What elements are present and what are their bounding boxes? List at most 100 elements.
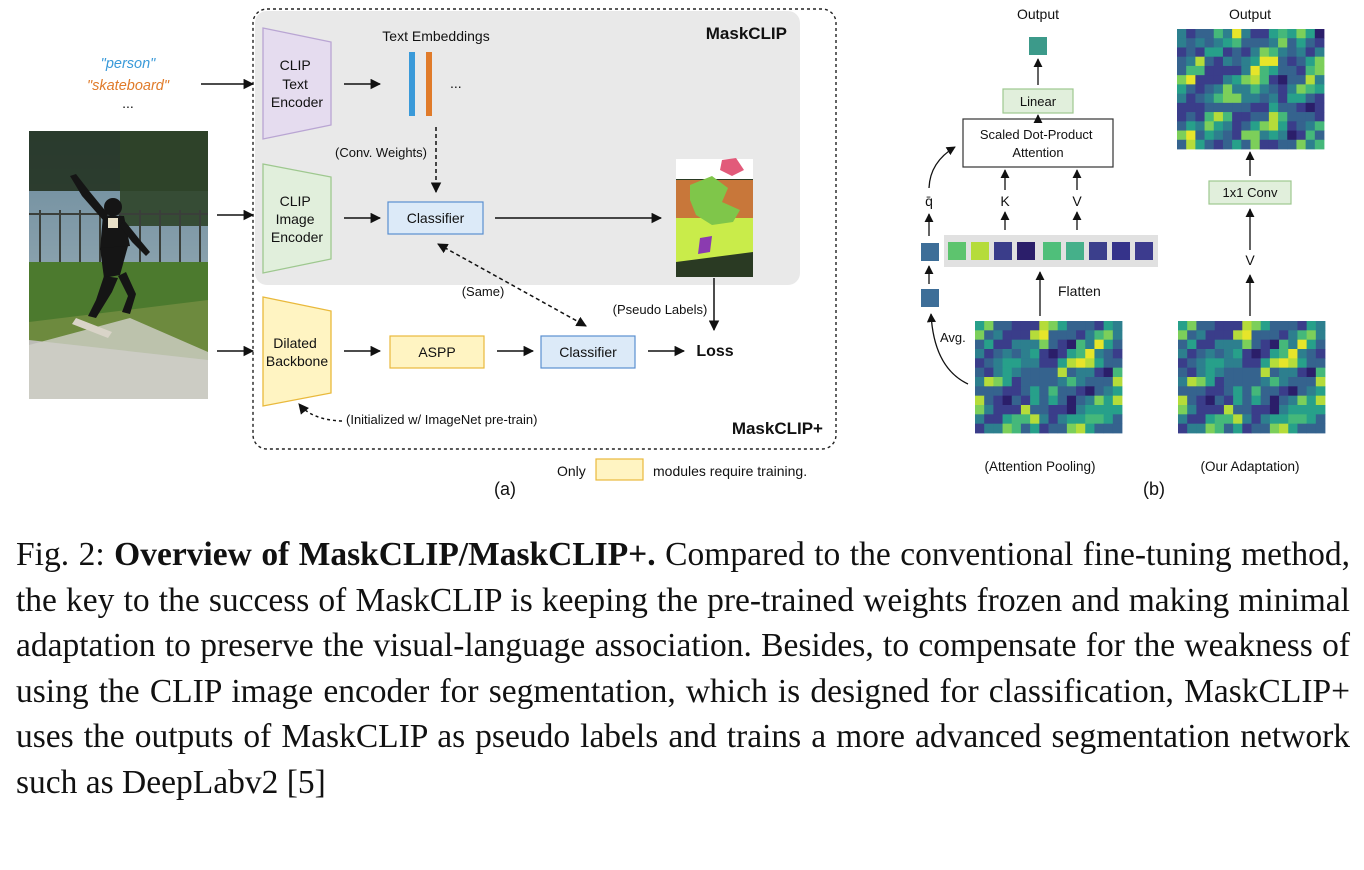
heatmap-cell bbox=[1076, 395, 1086, 406]
heatmap-cell bbox=[1030, 377, 1040, 387]
heatmap-cell bbox=[1296, 93, 1307, 104]
heatmap-cell bbox=[1278, 84, 1288, 95]
heatmap-cell bbox=[1205, 358, 1216, 369]
heatmap-cell bbox=[1076, 386, 1086, 397]
heatmap-cell bbox=[1214, 377, 1225, 387]
heatmap-cell bbox=[1011, 339, 1022, 350]
heatmap-cell bbox=[1288, 367, 1298, 378]
heatmap-cell bbox=[1232, 56, 1242, 67]
heatmap-cell bbox=[1305, 121, 1316, 131]
heatmap-cell bbox=[1288, 339, 1298, 350]
heatmap-cell bbox=[1213, 38, 1224, 48]
heatmap-cell bbox=[1296, 102, 1307, 113]
output-token bbox=[1029, 37, 1047, 55]
heatmap-cell bbox=[1296, 38, 1307, 48]
heatmap-cell bbox=[1269, 405, 1280, 415]
heatmap-cell bbox=[1085, 414, 1095, 425]
v-label: V bbox=[1072, 193, 1082, 209]
heatmap-cell bbox=[984, 395, 994, 406]
heatmap-cell bbox=[993, 386, 1003, 397]
heatmap-cell bbox=[1288, 386, 1298, 397]
heatmap-cell bbox=[1315, 405, 1326, 415]
heatmap-cell bbox=[1278, 65, 1288, 76]
heatmap-cell bbox=[1222, 139, 1233, 150]
heatmap-cell bbox=[1288, 414, 1298, 425]
heatmap-cell bbox=[1242, 386, 1252, 397]
heatmap-cell bbox=[1039, 339, 1049, 350]
heatmap-cell bbox=[1296, 121, 1307, 131]
heatmap-cell bbox=[1213, 47, 1224, 58]
heatmap-cell bbox=[1288, 395, 1298, 406]
heatmap-cell bbox=[1314, 29, 1325, 39]
heatmap-cell bbox=[1314, 84, 1325, 95]
heatmap-cell bbox=[1177, 112, 1187, 122]
heatmap-cell bbox=[1085, 321, 1095, 331]
heatmap-cell bbox=[1020, 367, 1031, 378]
heatmap-cell bbox=[1268, 29, 1279, 39]
heatmap-cell bbox=[1241, 130, 1251, 141]
heatmap-cell bbox=[1204, 56, 1215, 67]
heatmap-cell bbox=[1057, 358, 1068, 369]
heatmap-cell bbox=[1204, 93, 1215, 104]
heatmap-cell bbox=[1178, 349, 1188, 359]
heatmap-cell bbox=[1287, 65, 1297, 76]
heatmap-cell bbox=[1020, 330, 1031, 341]
heatmap-cell bbox=[1066, 349, 1077, 359]
heatmap-cell bbox=[1195, 139, 1205, 150]
adaptation-output-heatmap bbox=[1177, 29, 1325, 150]
heatmap-cell bbox=[1278, 38, 1288, 48]
heatmap-cell bbox=[1223, 423, 1234, 434]
heatmap-cell bbox=[1222, 56, 1233, 67]
heatmap-cell bbox=[1085, 386, 1095, 397]
heatmap-cell bbox=[1242, 330, 1252, 341]
heatmap-cell bbox=[1269, 423, 1280, 434]
heatmap-cell bbox=[1030, 367, 1040, 378]
heatmap-cell bbox=[1085, 349, 1095, 359]
heatmap-cell bbox=[1241, 47, 1251, 58]
classifier-label-2: Classifier bbox=[559, 344, 617, 360]
token bbox=[994, 242, 1012, 260]
heatmap-cell bbox=[1186, 102, 1196, 113]
heatmap-cell bbox=[1112, 377, 1123, 387]
heatmap-cell bbox=[1011, 386, 1022, 397]
heatmap-cell bbox=[1279, 358, 1289, 369]
heatmap-cell bbox=[975, 330, 985, 341]
heatmap-cell bbox=[1020, 423, 1031, 434]
heatmap-cell bbox=[1204, 38, 1215, 48]
token bbox=[1135, 242, 1153, 260]
heatmap-cell bbox=[1314, 112, 1325, 122]
heatmap-cell bbox=[1020, 349, 1031, 359]
heatmap-cell bbox=[1306, 377, 1317, 387]
heatmap-cell bbox=[1002, 321, 1013, 331]
heatmap-cell bbox=[1279, 377, 1289, 387]
only-label: Only bbox=[557, 463, 586, 479]
heatmap-cell bbox=[1205, 423, 1216, 434]
v-right-label: V bbox=[1245, 252, 1255, 268]
heatmap-cell bbox=[1232, 139, 1242, 150]
heatmap-cell bbox=[1268, 38, 1279, 48]
skateboard-embedding bbox=[426, 52, 432, 116]
heatmap-cell bbox=[1305, 29, 1316, 39]
heatmap-cell bbox=[1039, 330, 1049, 341]
heatmap-cell bbox=[1011, 414, 1022, 425]
heatmap-cell bbox=[1297, 386, 1308, 397]
heatmap-cell bbox=[1204, 65, 1215, 76]
heatmap-cell bbox=[1269, 386, 1280, 397]
heatmap-cell bbox=[1030, 330, 1040, 341]
heatmap-cell bbox=[1066, 321, 1077, 331]
heatmap-cell bbox=[1297, 358, 1308, 369]
heatmap-cell bbox=[984, 349, 994, 359]
heatmap-cell bbox=[1066, 358, 1077, 369]
heatmap-cell bbox=[1305, 84, 1316, 95]
heatmap-cell bbox=[993, 395, 1003, 406]
heatmap-cell bbox=[1233, 321, 1243, 331]
heatmap-cell bbox=[1241, 38, 1251, 48]
heatmap-cell bbox=[1297, 349, 1308, 359]
heatmap-cell bbox=[1196, 321, 1206, 331]
heatmap-cell bbox=[1314, 38, 1325, 48]
heatmap-cell bbox=[1214, 321, 1225, 331]
heatmap-cell bbox=[1196, 330, 1206, 341]
heatmap-cell bbox=[1287, 47, 1297, 58]
heatmap-cell bbox=[1020, 339, 1031, 350]
heatmap-cell bbox=[1066, 377, 1077, 387]
